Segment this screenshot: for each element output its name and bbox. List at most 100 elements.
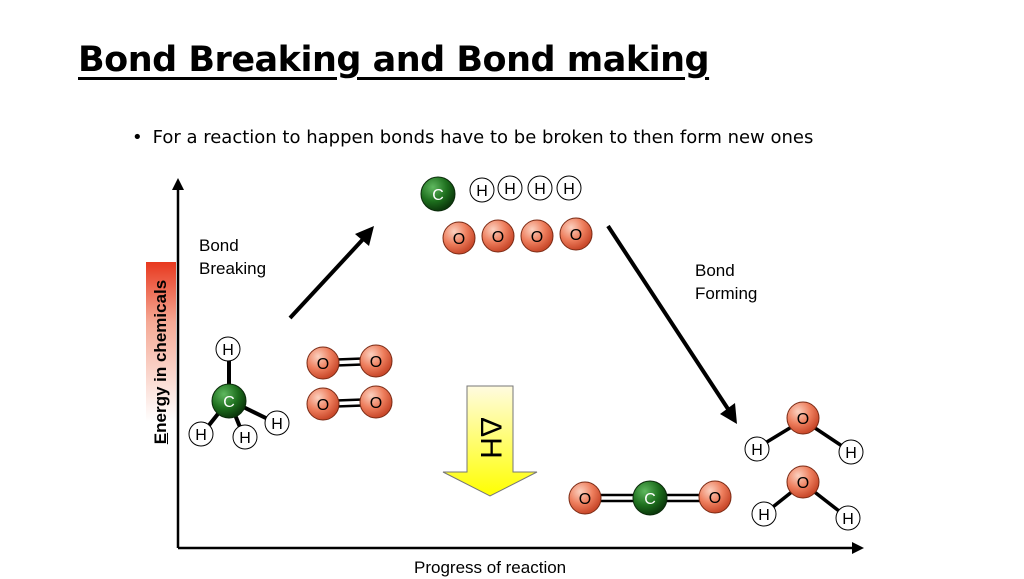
carbon-atom-circle	[211, 383, 247, 419]
hydrogen-atom-circle	[556, 175, 582, 201]
carbon-atom: C	[420, 176, 456, 212]
hydrogen-atom-circle	[188, 421, 214, 447]
bond-forming-line-2: Forming	[695, 284, 758, 303]
oxygen-atom-symbol: O	[797, 475, 809, 492]
hydrogen-atom-symbol: H	[563, 181, 575, 198]
oxygen-atom: O	[568, 481, 602, 515]
x-axis-label: Progress of reaction	[414, 558, 567, 577]
hydrogen-atom-symbol: H	[476, 183, 488, 200]
bond-breaking-arrowhead	[355, 226, 374, 246]
hydrogen-atom: H	[556, 175, 582, 201]
oxygen-atom-symbol: O	[317, 397, 329, 414]
oxygen-atom: O	[359, 385, 393, 419]
carbon-atom-circle	[420, 176, 456, 212]
hydrogen-atom-symbol: H	[239, 430, 251, 447]
y-axis-label: Energy in chemicals	[146, 262, 176, 462]
bullet-text: For a reaction to happen bonds have to b…	[152, 127, 814, 148]
hydrogen-atom-symbol: H	[504, 181, 516, 198]
hydrogen-atom: H	[469, 177, 495, 203]
hydrogen-atom-symbol: H	[222, 342, 234, 359]
y-axis-arrowhead	[172, 178, 184, 190]
bond-breaking-line-2: Breaking	[199, 259, 267, 278]
hydrogen-atom-circle	[527, 175, 553, 201]
oxygen-atom-circle	[359, 344, 393, 378]
hydrogen-atom: H	[835, 505, 861, 531]
oxygen-atom-circle	[359, 385, 393, 419]
oxygen-atom-circle	[520, 219, 554, 253]
oxygen-atom-symbol: O	[531, 229, 543, 246]
hydrogen-atom: H	[744, 436, 770, 462]
oxygen-atom: O	[786, 401, 820, 435]
oxygen-atom-symbol: O	[370, 395, 382, 412]
oxygen-atom: O	[698, 480, 732, 514]
hydrogen-atom-symbol: H	[758, 507, 770, 524]
oxygen-atom-symbol: O	[709, 490, 721, 507]
hydrogen-atom-circle	[838, 439, 864, 465]
y-axis-label-background	[146, 262, 176, 462]
hydrogen-atom-symbol: H	[195, 427, 207, 444]
x-axis-arrowhead	[852, 542, 864, 554]
hydrogen-atom-circle	[264, 410, 290, 436]
hydrogen-atom-symbol: H	[845, 445, 857, 462]
oxygen-atom-circle	[306, 346, 340, 380]
bond-breaking-label: Bond Breaking	[199, 234, 266, 280]
carbon-atom-circle	[632, 480, 668, 516]
hydrogen-atom-circle	[744, 436, 770, 462]
page-title: Bond Breaking and Bond making	[78, 40, 710, 80]
oxygen-atom: O	[306, 346, 340, 380]
hydrogen-atom-circle	[469, 177, 495, 203]
bond-forming-arrowhead	[720, 403, 737, 424]
oxygen-atom-circle	[306, 387, 340, 421]
oxygen-atom-symbol: O	[579, 491, 591, 508]
oxygen-atom-circle	[481, 219, 515, 253]
oxygen-atom: O	[786, 465, 820, 499]
hydrogen-atom-circle	[751, 501, 777, 527]
oxygen-atom: O	[520, 219, 554, 253]
hydrogen-atom-circle	[835, 505, 861, 531]
hydrogen-atom: H	[838, 439, 864, 465]
oxygen-atom: O	[481, 219, 515, 253]
oxygen-atom-circle	[786, 465, 820, 499]
oxygen-atom-symbol: O	[492, 229, 504, 246]
hydrogen-atom-circle	[215, 336, 241, 362]
hydrogen-atom: H	[188, 421, 214, 447]
bond-breaking-line-1: Bond	[199, 236, 239, 255]
carbon-atom: C	[211, 383, 247, 419]
bond-breaking-arrow	[288, 234, 368, 320]
hydrogen-atom: H	[215, 336, 241, 362]
hydrogen-atom-symbol: H	[842, 511, 854, 528]
oxygen-atom: O	[306, 387, 340, 421]
carbon-atom-symbol: C	[223, 394, 235, 411]
oxygen-atom: O	[559, 217, 593, 251]
hydrogen-atom: H	[264, 410, 290, 436]
carbon-atom: C	[632, 480, 668, 516]
oxygen-atom-circle	[559, 217, 593, 251]
hydrogen-atom-symbol: H	[751, 442, 763, 459]
bond-forming-line-1: Bond	[695, 261, 735, 280]
bond-forming-label: Bond Forming	[695, 259, 757, 305]
hydrogen-atom-circle	[497, 175, 523, 201]
bullet-dot: •	[132, 127, 143, 148]
delta-h-arrow	[442, 385, 538, 497]
hydrogen-atom-circle	[232, 424, 258, 450]
oxygen-atom-symbol: O	[317, 356, 329, 373]
hydrogen-atom: H	[751, 501, 777, 527]
carbon-atom-symbol: C	[644, 491, 656, 508]
oxygen-atom-circle	[442, 221, 476, 255]
hydrogen-atom: H	[497, 175, 523, 201]
oxygen-atom-circle	[698, 480, 732, 514]
hydrogen-atom-symbol: H	[271, 416, 283, 433]
hydrogen-atom: H	[527, 175, 553, 201]
oxygen-atom-symbol: O	[797, 411, 809, 428]
oxygen-atom-circle	[786, 401, 820, 435]
oxygen-atom-symbol: O	[453, 231, 465, 248]
oxygen-atom: O	[359, 344, 393, 378]
hydrogen-atom: H	[232, 424, 258, 450]
delta-h-label: ΔH	[474, 417, 507, 459]
y-axis-label-text: Energy in chemicals	[151, 279, 170, 445]
oxygen-atom-symbol: O	[370, 354, 382, 371]
bullet-point: • For a reaction to happen bonds have to …	[132, 127, 813, 148]
hydrogen-atom-symbol: H	[534, 181, 546, 198]
